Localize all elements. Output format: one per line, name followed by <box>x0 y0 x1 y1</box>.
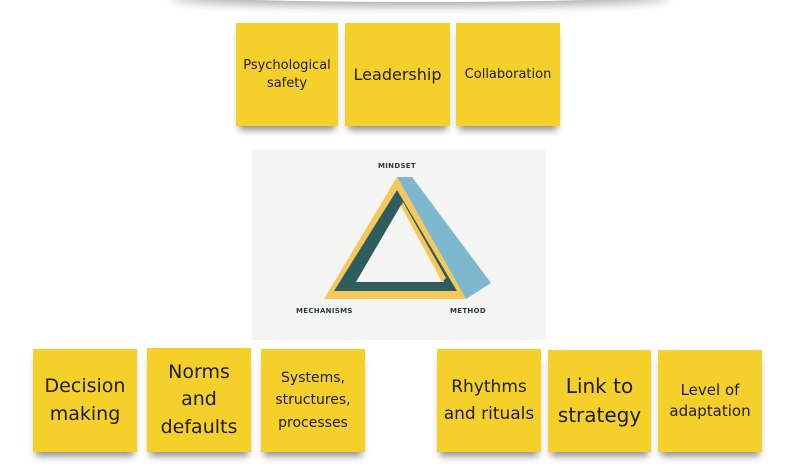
triangle-graphic <box>324 177 491 299</box>
label-mechanisms: MECHANISMS <box>296 307 353 315</box>
sticky-note-rhythms-and-rituals[interactable]: Rhythms and rituals <box>437 349 541 452</box>
sticky-note-label: Decision making <box>44 374 126 425</box>
sticky-note-label: Systems, structures, processes <box>275 369 351 431</box>
offscreen-note-shadow <box>170 0 670 2</box>
sticky-note-level-of-adaptation[interactable]: Level of adaptation <box>658 350 762 452</box>
sticky-note-label: Level of adaptation <box>669 381 751 420</box>
sticky-note-label: Psychological safety <box>243 57 331 91</box>
sticky-note-leadership[interactable]: Leadership <box>345 23 450 126</box>
sticky-note-label: Norms and defaults <box>160 360 238 438</box>
sticky-note-label: Leadership <box>353 65 442 84</box>
sticky-note-norms-and-defaults[interactable]: Norms and defaults <box>147 348 251 452</box>
sticky-note-collaboration[interactable]: Collaboration <box>456 23 560 126</box>
sticky-note-label: Rhythms and rituals <box>443 377 535 424</box>
sticky-note-label: Link to strategy <box>557 374 642 427</box>
sticky-note-label: Collaboration <box>464 67 552 82</box>
triangle-method-face <box>397 177 491 299</box>
label-method: METHOD <box>450 307 486 315</box>
sticky-note-link-to-strategy[interactable]: Link to strategy <box>548 350 651 452</box>
triangle-inner-space <box>356 205 444 282</box>
mindset-method-mechanisms-diagram[interactable]: MINDSET MECHANISMS METHOD <box>252 150 546 340</box>
sticky-note-decision-making[interactable]: Decision making <box>33 349 137 452</box>
label-mindset: MINDSET <box>378 162 416 170</box>
sticky-note-psychological-safety[interactable]: Psychological safety <box>236 23 338 126</box>
sticky-note-systems-structures-processes[interactable]: Systems, structures, processes <box>261 349 365 452</box>
